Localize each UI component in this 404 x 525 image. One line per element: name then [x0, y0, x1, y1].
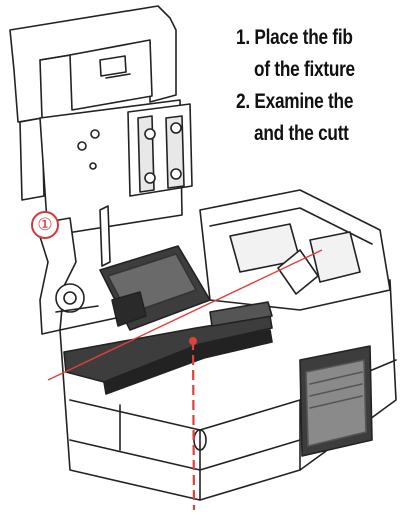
top-handle-frame [9, 5, 177, 201]
fiber-holder-clamp [99, 245, 211, 331]
instruction-line-2: of the fixture [254, 58, 355, 81]
instruction-line-4: and the cutt [254, 122, 349, 145]
vertical-plate [39, 99, 193, 267]
instruction-line-3: 2. Examine the [236, 90, 354, 113]
fiber-tray [63, 301, 273, 395]
right-housing [199, 189, 391, 311]
fiber-guide-lines [47, 249, 323, 511]
callout-marker: ① [31, 211, 59, 239]
right-dark-block [299, 345, 373, 457]
instruction-line-1: 1. Place the fib [236, 26, 353, 49]
instruction-text: 1. Place the fib of the fixture 2. Exami… [236, 22, 374, 150]
